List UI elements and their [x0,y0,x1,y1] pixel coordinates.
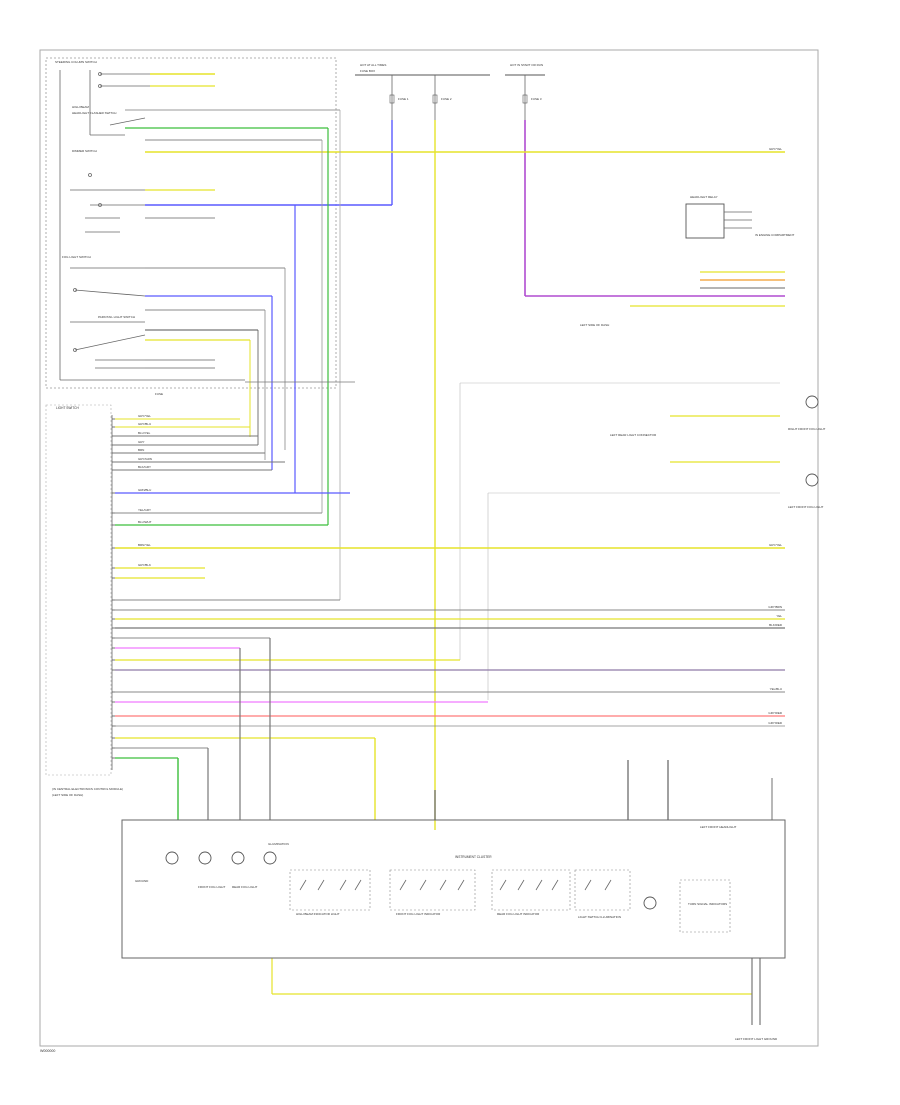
wire-color-tag: GRY/YEL [769,543,782,547]
right-wire-tags: GRY/YEL GRY/YEL GRY/BRN YEL BLK/RED YEL/BLU GR… [768,147,782,725]
cluster-right-label: LEFT FRONT HEADLIGHT [700,825,737,829]
diagram-frame [39,49,819,1047]
wires [115,73,785,1025]
left-module-sub: (IN CENTRAL ELECTRONICS CONTROL MODULE) [52,787,123,791]
cluster-left-label: REAR FOG LIGHT [232,885,258,889]
headlight-relay: HEADLIGHT RELAY IN ENGINE COMPARTMENT [685,195,795,239]
cluster-left-label: GROUND [135,879,149,883]
light-switch-title: LIGHT SWITCH [56,406,79,410]
cluster-group-label: FRONT FOG LIGHT INDICATOR [396,912,441,916]
wire-color-tag: GRY/BLU [138,422,151,426]
wire-color-tag: BRN [138,448,144,452]
cluster-title: INSTRUMENT CLUSTER [455,855,492,859]
bulb-icon [198,851,212,865]
cluster-left-label: FRONT FOG LIGHT [198,885,225,889]
lamp-label: RIGHT FRONT FOG LIGHT [788,427,826,431]
wire-color-tag: BLU/WHT [138,520,152,524]
switch-label: HEADLIGHT FLASHER SWITCH [72,111,116,115]
light-switch-box [45,404,112,776]
wire-color-tag: YEL/BLU [770,687,782,691]
fuse-label: FUSE 1 [398,97,409,101]
lamp-label: LEFT FRONT FOG LIGHT [788,505,824,509]
fog-lamp-icon [805,473,819,487]
steering-switch-box [45,57,337,389]
cluster-group-label: LIGHT SWITCH ILLUMINATION [578,915,621,919]
wire-color-tag: BRN/YEL [138,543,151,547]
bulb-icon [165,851,179,865]
wire-color-tag: GRY/YEL [138,414,151,418]
fuse-hot-sub: HOT IN START OR RUN [510,63,543,67]
bulb-icon [231,851,245,865]
wire-color-tag: GRY/BRN [768,605,782,609]
switch-labels: HIGH BEAM HEADLIGHT FLASHER SWITCH DIMME… [62,105,163,396]
wire-color-tag: GRY/BLK [138,563,151,567]
wire-color-tag: GRY/GRN [138,457,152,461]
wire-color-tag: YEL/GRY [138,508,151,512]
fuse-hot-label: HOT AT ALL TIMES [360,63,386,67]
switch-label: FUSE [155,392,163,396]
switch-symbols [59,70,245,381]
relay-label: HEADLIGHT RELAY [690,195,718,199]
wire-color-tag: BLU/YEL [138,431,151,435]
cluster-group-label: HIGH BEAM INDICATOR LIGHT [296,912,340,916]
cluster-group-label: REAR FOG LIGHT INDICATOR [497,912,540,916]
fuse-label: FUSE 2 [441,97,452,101]
wire-color-tag: BLK/RED [769,623,783,627]
bulb-icon [643,896,657,910]
right-lamps: RIGHT FRONT FOG LIGHT LEFT FRONT FOG LIG… [580,323,826,509]
wire-color-tag: GRY/YEL [769,147,782,151]
bulb-icon [263,851,277,865]
wire-color-tag: YEL [776,614,782,618]
ground-label: LEFT SIDE OF DASH [580,323,609,327]
switch-label: PARK/TAIL LIGHT SWITCH [98,315,135,319]
footer-code: W000000 [40,1049,55,1053]
switch-label: HIGH BEAM [72,105,89,109]
instrument-cluster: INSTRUMENT CLUSTER GROUND FRONT FOG LIGH… [121,819,786,959]
fuse-label: FUSE 3 [531,97,542,101]
wire-color-tag: GRY/RED [768,721,782,725]
cluster-left-label: ILLUMINATION [268,842,289,846]
connector-label: LEFT REAR LIGHT CONNECTOR [610,433,657,437]
wire-color-tag: GRN/BLU [138,488,151,492]
light-switch-sub: (LEFT SIDE OF DASH) [52,793,83,797]
wire-color-tag: BLK/GRY [138,465,151,469]
left-wire-tags: GRY/YEL GRY/BLU BLU/YEL GRY BRN GRY/GRN BLK/GR… [138,414,152,567]
bottom-ground-label: LEFT FRONT LIGHT GROUND [735,1037,778,1041]
wire-color-tag: GRY/RED [768,711,782,715]
switch-label: FOG LIGHT SWITCH [62,255,91,259]
fuse-box-label: FUSE BOX [360,69,375,73]
fog-lamp-icon [805,395,819,409]
fuse-header: HOT AT ALL TIMES HOT IN START OR RUN FUS… [355,63,545,120]
instrument-cluster-box [121,819,786,959]
cluster-group-label: TURN SIGNAL INDICATORS [688,902,727,906]
relay-sub: IN ENGINE COMPARTMENT [755,233,795,237]
left-module-title: STEERING COLUMN SWITCH [55,60,97,64]
wire-color-tag: GRY [138,440,144,444]
switch-label: DIMMER SWITCH [72,149,97,153]
